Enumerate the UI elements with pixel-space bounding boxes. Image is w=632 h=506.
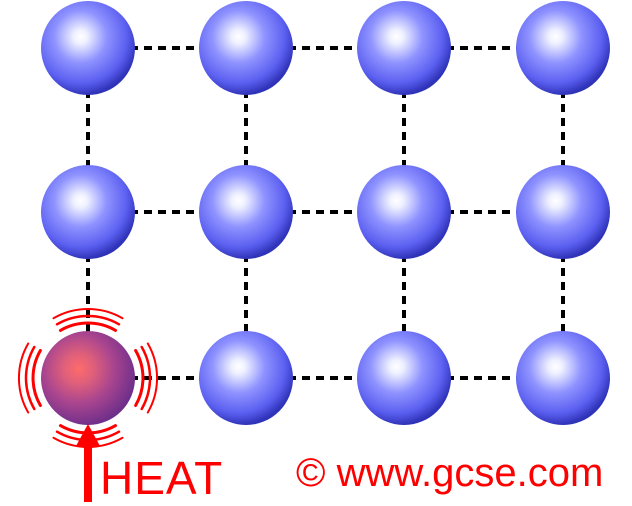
particle xyxy=(357,1,451,95)
vibration-arc xyxy=(52,308,124,320)
arrow-shaft xyxy=(84,444,92,502)
vibration-arc xyxy=(146,342,158,414)
vibration-arc xyxy=(18,342,30,414)
particle xyxy=(199,165,293,259)
arrow-head xyxy=(76,424,100,446)
vibration-arc xyxy=(24,345,36,411)
vibration-arc xyxy=(59,321,117,332)
vibration-arc xyxy=(140,345,152,411)
heat-label: HEAT xyxy=(100,452,224,504)
vibration-arc xyxy=(55,314,121,326)
particle xyxy=(516,331,610,425)
credit-label: © www.gcse.com xyxy=(296,451,604,495)
particles-layer xyxy=(41,1,610,425)
bonds-layer xyxy=(86,46,565,380)
vibration-waves-icon xyxy=(18,308,158,448)
particle xyxy=(199,1,293,95)
vibration-arc xyxy=(31,349,42,407)
particle xyxy=(199,331,293,425)
particle xyxy=(357,165,451,259)
particle xyxy=(357,331,451,425)
particle xyxy=(41,1,135,95)
particle xyxy=(41,165,135,259)
particle xyxy=(516,1,610,95)
vibration-arc xyxy=(134,349,145,407)
arrow-up-icon xyxy=(76,424,100,502)
particle xyxy=(516,165,610,259)
heated-particle xyxy=(41,331,135,425)
